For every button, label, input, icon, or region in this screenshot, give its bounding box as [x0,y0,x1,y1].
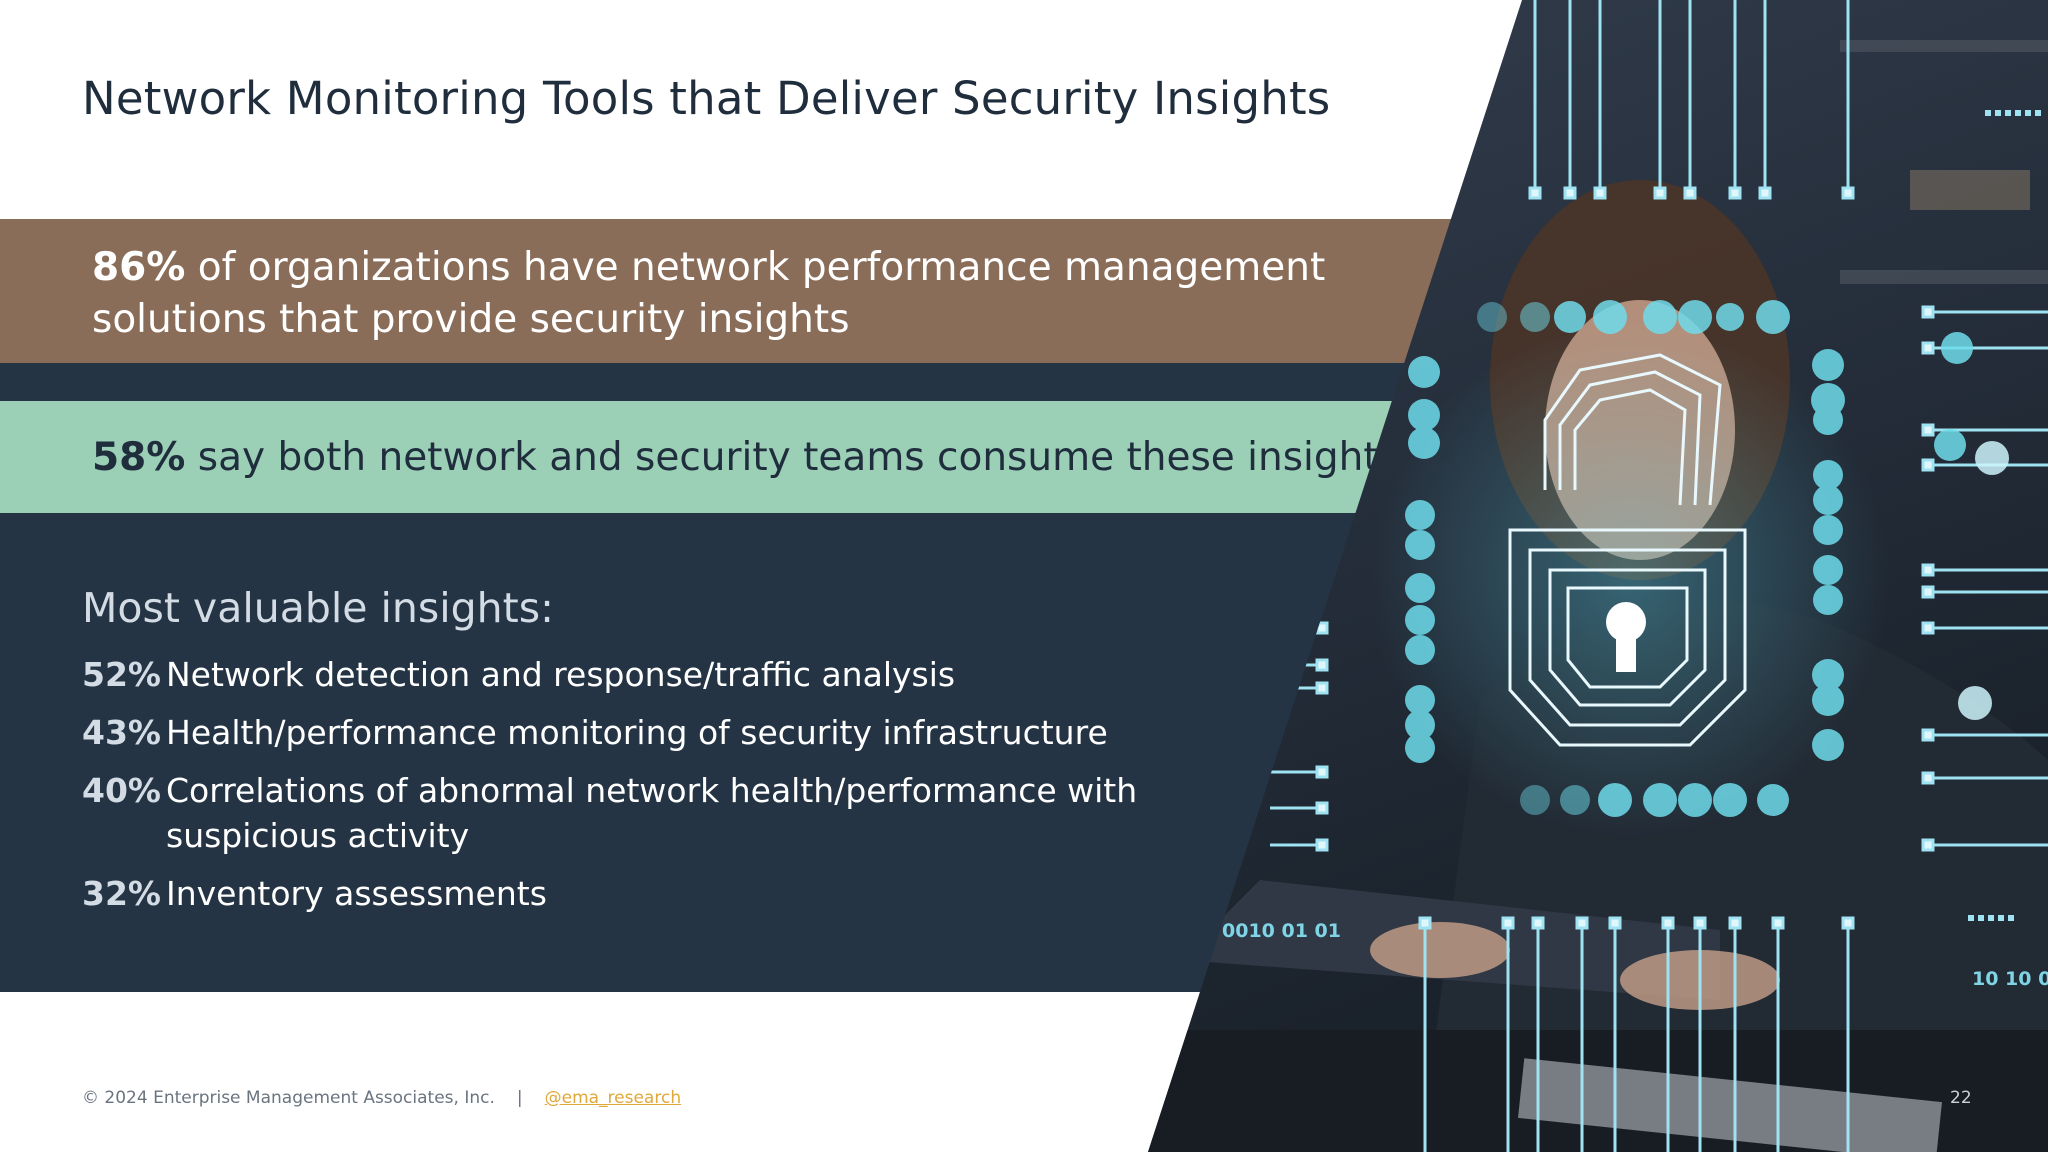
list-item: 43% Health/performance monitoring of sec… [82,710,1242,755]
circuit-lines-top [1528,0,1855,200]
slide-title: Network Monitoring Tools that Deliver Se… [82,72,1331,125]
keyhole-icon [1606,602,1646,672]
footer: © 2024 Enterprise Management Associates,… [82,1088,681,1108]
hand-shape [1370,922,1510,978]
binary-text: 10 10 0 [1972,968,2048,990]
insight-text: Network detection and response/traffic a… [166,655,956,694]
stat-organizations: 86% of organizations have network perfor… [92,242,1342,346]
shelf-shape [1840,270,2048,284]
insight-percent: 52% [82,655,161,694]
stat-teams: 58% say both network and security teams … [92,432,1399,484]
stat-organizations-text: of organizations have network performanc… [92,245,1326,342]
insight-text: Inventory assessments [166,874,547,913]
footer-handle-link[interactable]: @ema_research [544,1088,682,1108]
stat-organizations-percent: 86% [92,245,186,290]
shelf-shape [1840,40,2048,52]
footer-separator: | [516,1088,523,1108]
list-item: 52% Network detection and response/traff… [82,652,1242,697]
insights-heading: Most valuable insights: [82,584,554,632]
glow-dots-rows [1477,300,1790,817]
circuit-lines-bottom [1418,916,1855,1152]
papers-shape [1518,1058,1942,1152]
stat-band-green [0,401,1420,513]
footer-copyright: © 2024 Enterprise Management Associates,… [82,1088,495,1108]
list-item: 32% Inventory assessments [82,871,1242,916]
list-item: 40% Correlations of abnormal network hea… [82,768,1242,858]
stat-teams-text: say both network and security teams cons… [185,435,1399,480]
binary-text: 0010 01 01 [1222,920,1341,942]
stat-band-brown [0,219,1470,363]
page-number: 22 [1950,1088,1972,1108]
stat-teams-percent: 58% [92,435,186,480]
insight-text: Correlations of abnormal network health/… [166,771,1138,855]
insight-percent: 43% [82,713,161,752]
books-shape [1910,170,2030,210]
dotted-marks [1968,110,2041,921]
insight-list: 52% Network detection and response/traff… [82,652,1242,929]
glow-shape [1370,320,1890,840]
insight-text: Health/performance monitoring of securit… [166,713,1108,752]
insight-percent: 32% [82,874,161,913]
insight-percent: 40% [82,771,161,810]
glow-dots-columns [1405,332,2009,763]
lock-icon [1508,353,1747,747]
circuit-ticks-right [1921,305,2048,852]
